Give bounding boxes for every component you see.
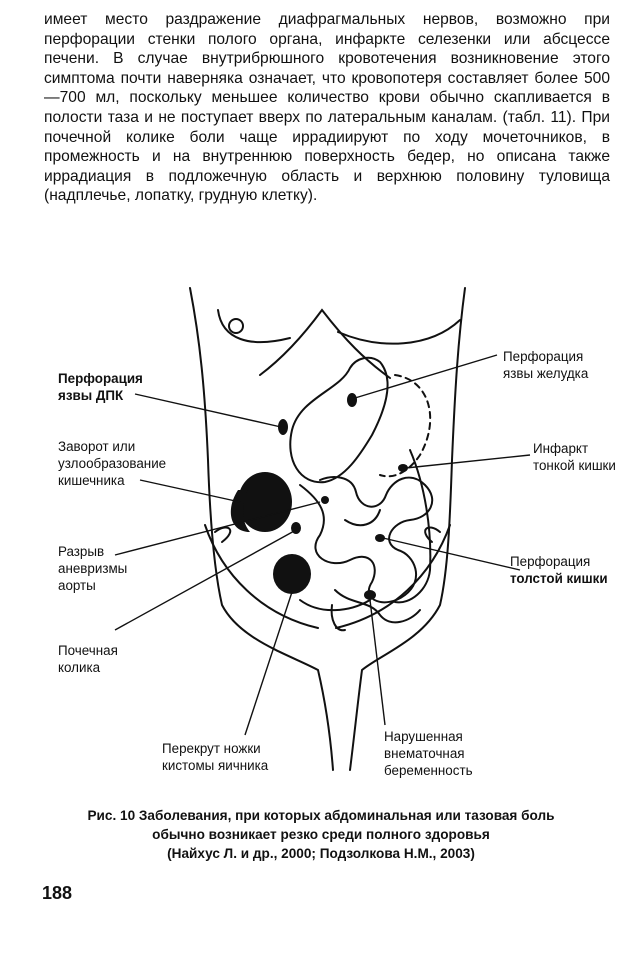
- label-aortic-aneurysm: Разрыв аневризмы аорты: [58, 544, 128, 593]
- body-paragraph: имеет место раздражение диафрагмальных н…: [44, 11, 610, 205]
- right-breast: [337, 319, 461, 345]
- pelvic-organ: [299, 599, 371, 612]
- torso-left-outline: [189, 287, 334, 771]
- aorta-dot: [321, 496, 329, 504]
- intestine-loop-2: [334, 589, 421, 624]
- label-small-bowel-infarction: Инфаркт тонкой кишки: [533, 441, 616, 473]
- abdomen-figure: Перфорация язвы ДПК Перфорация язвы желу…: [0, 270, 642, 790]
- pelvic-stalk: [330, 604, 346, 632]
- label-ectopic-pregnancy: Нарушенная внематочная беременность: [384, 729, 473, 778]
- leader-volvulus: [139, 479, 241, 503]
- right-hip-mark: [424, 526, 441, 543]
- leader-ectopic: [369, 599, 386, 726]
- leader-infarction: [405, 454, 531, 469]
- navel-left-mark: [228, 318, 244, 334]
- left-hip-mark: [214, 526, 232, 543]
- left-breast: [217, 309, 291, 344]
- leader-aneurysm: [114, 501, 321, 556]
- gastric-perforation-dot: [347, 393, 357, 407]
- page-number: 188: [42, 883, 73, 903]
- figure-caption: Рис. 10 Заболевания, при которых абдомин…: [40, 806, 602, 863]
- leader-colon: [382, 537, 521, 571]
- leader-ovarian: [244, 591, 293, 736]
- ectopic-dot: [364, 590, 376, 600]
- label-volvulus: Заворот или узлообразование кишечника: [58, 439, 167, 488]
- label-duodenal-ulcer: Перфорация язвы ДПК: [58, 371, 143, 403]
- label-colon-perforation: Перфорация толстой кишки: [510, 554, 608, 586]
- small-intestine: [299, 476, 434, 604]
- leader-renal: [114, 529, 297, 631]
- rib-arch: [259, 308, 391, 379]
- torso-right-outline: [349, 287, 466, 771]
- caption-line-3: (Найхус Л. и др., 2000; Подзолкова Н.М.,…: [167, 846, 475, 861]
- label-gastric-ulcer: Перфорация язвы желудка: [503, 349, 589, 381]
- ovarian-cyst-mass: [273, 554, 311, 594]
- spleen-dashed: [379, 374, 432, 478]
- caption-line-2: обычно возникает резко среди полного здо…: [152, 827, 490, 842]
- descending-colon: [394, 449, 432, 604]
- stomach: [289, 356, 389, 484]
- abdomen-illustration: [114, 287, 531, 771]
- leader-duodenal: [134, 393, 282, 428]
- colon-perforation-dot: [375, 534, 385, 542]
- caption-line-1: Рис. 10 Заболевания, при которых абдомин…: [87, 808, 555, 823]
- leader-gastric: [354, 354, 498, 399]
- intestine-loop-1: [344, 509, 381, 527]
- right-inguinal: [335, 524, 451, 629]
- infarction-dot: [398, 464, 408, 472]
- label-renal-colic: Почечная колика: [58, 643, 118, 675]
- left-inguinal: [204, 524, 319, 629]
- label-ovarian-torsion: Перекрут ножки кистомы яичника: [162, 741, 269, 773]
- duodenal-perforation-dot: [278, 419, 288, 435]
- aortic-aneurysm-mass: [238, 472, 292, 532]
